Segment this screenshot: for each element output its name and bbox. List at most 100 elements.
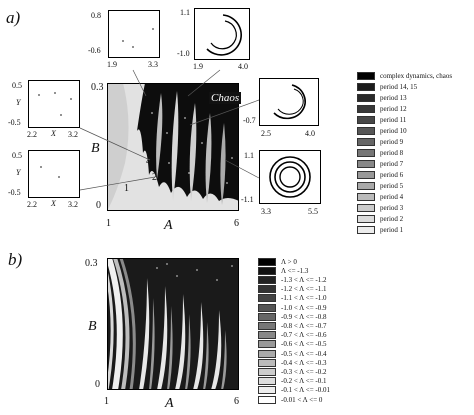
legend-swatch [258, 331, 276, 340]
legend-label: -0.6 < Λ <= -0.5 [281, 340, 327, 349]
inset-top-left-xmax: 3.3 [148, 60, 158, 69]
panel-a-ytick-min: 0 [96, 200, 101, 211]
legend-swatch [258, 386, 276, 395]
panel-b-xtick-max: 6 [234, 396, 239, 407]
legend-label: period 3 [380, 203, 404, 212]
period1-label: 1 [124, 183, 129, 194]
inset-top-left-xmin: 1.9 [107, 60, 117, 69]
inset-right-lower-ytop: 1.1 [244, 151, 254, 160]
inset-right-upper-xmax: 4.0 [305, 129, 315, 138]
legend-row: -0.1 < Λ <= -0.01 [258, 385, 330, 396]
legend-label: period 5 [380, 181, 404, 190]
legend-row: -0.4 < Λ <= -0.3 [258, 357, 327, 368]
legend-label: -0.7 < Λ <= -0.6 [281, 331, 327, 340]
inset-left-lower-ybottom: -0.5 [8, 188, 21, 197]
legend-row: Λ > 0 [258, 256, 297, 267]
inset-left-lower-xmax: 3.2 [68, 200, 78, 209]
legend-row: -0.01 < Λ <= 0 [258, 394, 322, 405]
legend-label: -0.1 < Λ <= -0.01 [281, 386, 331, 395]
legend-label: period 4 [380, 192, 404, 201]
legend-row: period 10 [357, 125, 407, 136]
inset-top-mid [194, 8, 250, 60]
legend-row: period 6 [357, 169, 403, 180]
legend-swatch [357, 181, 375, 190]
legend-row: period 9 [357, 136, 403, 147]
legend-swatch [357, 115, 375, 124]
legend-row: complex dynamics, chaos [357, 70, 452, 81]
legend-swatch [258, 266, 276, 275]
panel-b-xtick-min: 1 [104, 396, 109, 407]
legend-swatch [258, 395, 276, 404]
legend-swatch [357, 159, 375, 168]
legend-label: -0.8 < Λ <= -0.7 [281, 321, 327, 330]
panel-a-diagram [107, 83, 239, 211]
legend-swatch [258, 349, 276, 358]
inset-top-mid-xmax: 4.0 [238, 62, 248, 71]
legend-swatch [357, 148, 375, 157]
legend-row: period 5 [357, 180, 403, 191]
inset-left-lower [28, 150, 80, 198]
legend-swatch [357, 137, 375, 146]
legend-row: period 2 [357, 213, 403, 224]
legend-swatch [357, 192, 375, 201]
inset-left-lower-yname: Y [16, 168, 21, 177]
legend-swatch [357, 214, 375, 223]
legend-label: -1.2 < Λ <= -1.1 [281, 285, 327, 294]
panel-b-ytick-max: 0.3 [85, 258, 98, 269]
panel-a-xtick-max: 6 [234, 218, 239, 229]
legend-label: period 10 [380, 126, 407, 135]
legend-swatch [357, 104, 375, 113]
legend-swatch [357, 71, 375, 80]
inset-top-mid-xmin: 1.9 [193, 62, 203, 71]
inset-left-upper-xname: X [51, 129, 56, 138]
panel-a-ytick-max: 0.3 [91, 82, 104, 93]
inset-left-lower-xname: X [51, 199, 56, 208]
legend-row: Λ <= -1.3 [258, 265, 308, 276]
legend-swatch [258, 377, 276, 386]
inset-left-upper-yname: Y [16, 98, 21, 107]
legend-label: period 1 [380, 225, 404, 234]
legend-swatch [357, 93, 375, 102]
legend-label: complex dynamics, chaos [380, 71, 453, 80]
legend-row: -0.9 < Λ <= -0.8 [258, 311, 327, 322]
panel-a-xtick-min: 1 [106, 218, 111, 229]
inset-top-mid-ybottom: -1.0 [177, 49, 190, 58]
legend-label: -1.3 < Λ <= -1.2 [281, 275, 327, 284]
panel-a-label: a) [6, 8, 21, 27]
panel-a-xaxis-name: A [164, 218, 173, 233]
legend-row: period 11 [357, 114, 406, 125]
legend-row: period 3 [357, 202, 403, 213]
legend-row: period 1 [357, 224, 403, 235]
legend-row: -1.1 < Λ <= -1.0 [258, 293, 327, 304]
inset-left-upper-ybottom: -0.5 [8, 118, 21, 127]
legend-swatch [258, 303, 276, 312]
legend-label: period 6 [380, 170, 404, 179]
inset-right-lower-xmin: 3.3 [261, 207, 271, 216]
period4-label: 4 [146, 156, 151, 167]
legend-row: -1.3 < Λ <= -1.2 [258, 274, 327, 285]
inset-left-upper [28, 80, 80, 128]
legend-swatch [357, 82, 375, 91]
panel-b-label: b) [8, 250, 23, 269]
legend-row: -0.3 < Λ <= -0.2 [258, 366, 327, 377]
legend-label: period 13 [380, 93, 407, 102]
legend-label: -0.01 < Λ <= 0 [281, 395, 323, 404]
legend-swatch [258, 358, 276, 367]
inset-left-lower-xmin: 2.2 [27, 200, 37, 209]
legend-swatch [258, 275, 276, 284]
inset-top-left [108, 10, 160, 58]
panel-b-yaxis-name: B [88, 319, 97, 334]
legend-label: -1.0 < Λ <= -0.9 [281, 303, 327, 312]
legend-row: -1.0 < Λ <= -0.9 [258, 302, 327, 313]
legend-row: -0.7 < Λ <= -0.6 [258, 330, 327, 341]
legend-row: period 13 [357, 92, 407, 103]
legend-label: period 8 [380, 148, 404, 157]
inset-top-left-ytop: 0.8 [91, 11, 101, 20]
legend-row: period 12 [357, 103, 407, 114]
inset-right-lower [259, 150, 321, 204]
legend-swatch [258, 294, 276, 303]
legend-swatch [357, 170, 375, 179]
legend-label: period 9 [380, 137, 404, 146]
legend-label: -0.3 < Λ <= -0.2 [281, 367, 327, 376]
